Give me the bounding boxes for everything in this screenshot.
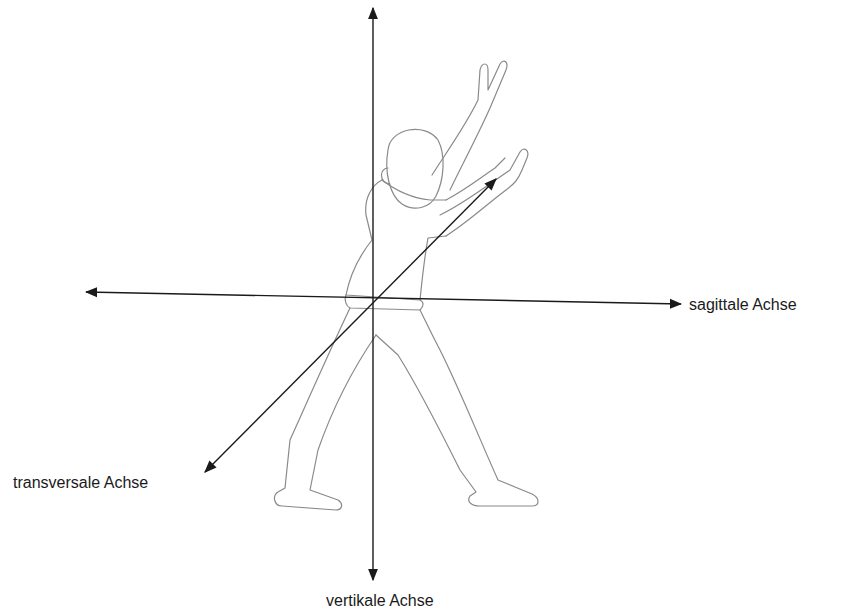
person-figure: [275, 61, 538, 510]
axis-label: vertikale Achse: [325, 592, 435, 610]
vertical-axis: [372, 8, 373, 580]
transversal-axis: [205, 179, 496, 472]
axis-lines: [86, 8, 681, 580]
axis-label: sagittale Achse: [688, 296, 798, 314]
sagittal-axis: [86, 292, 681, 304]
axis-label: transversale Achse: [12, 474, 149, 492]
